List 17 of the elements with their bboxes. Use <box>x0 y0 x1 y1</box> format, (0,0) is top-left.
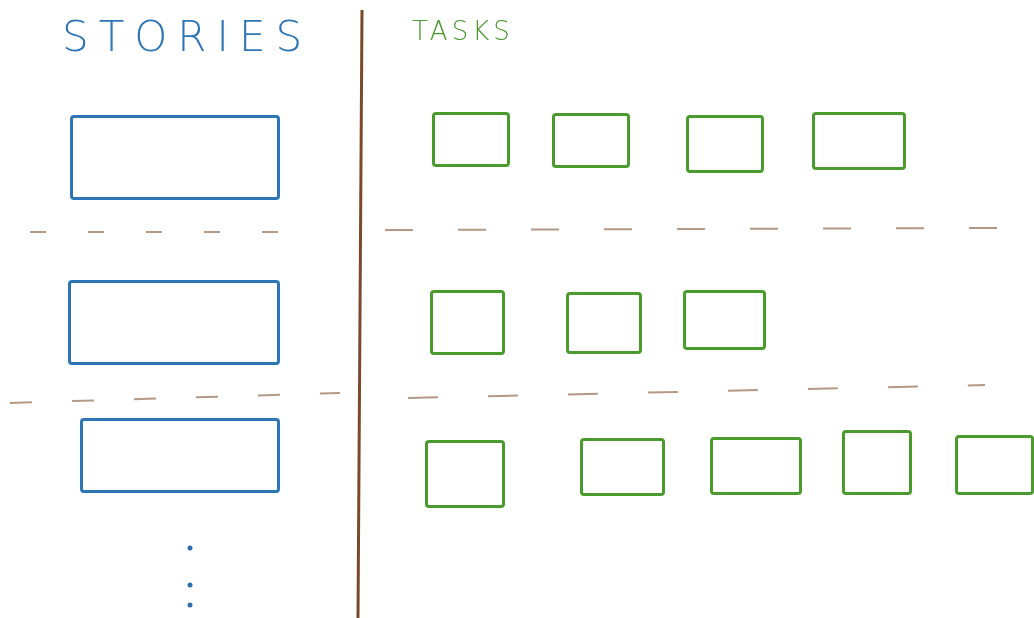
task-box <box>430 290 505 355</box>
task-box <box>580 438 665 496</box>
task-box <box>566 292 642 354</box>
task-box <box>432 112 510 167</box>
task-box <box>955 435 1034 495</box>
task-box <box>812 112 906 170</box>
task-box <box>552 113 630 168</box>
story-box <box>68 280 280 365</box>
story-box <box>70 115 280 200</box>
task-box <box>842 430 912 495</box>
task-box <box>710 437 802 495</box>
column-heading: STORIES <box>62 12 313 61</box>
story-box <box>80 418 280 493</box>
task-box <box>425 440 505 508</box>
task-box <box>686 115 764 173</box>
column-heading: TASKS <box>412 16 514 46</box>
task-box <box>683 290 766 350</box>
